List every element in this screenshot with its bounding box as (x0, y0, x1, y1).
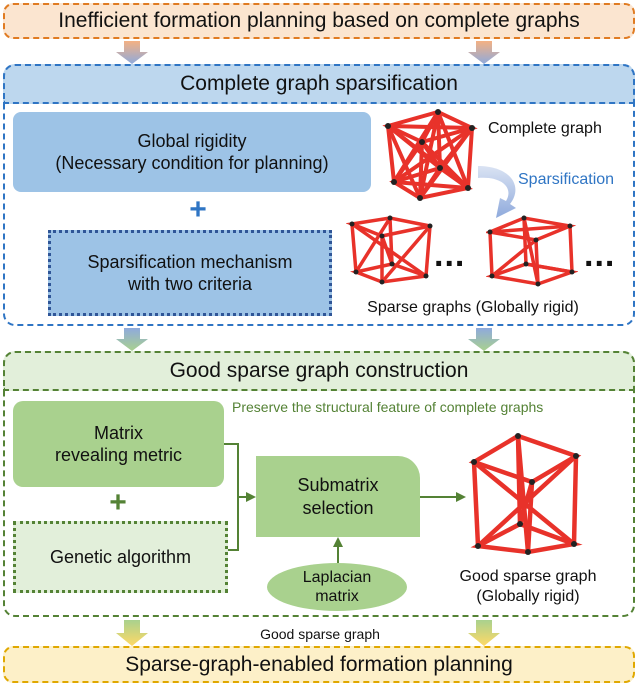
sparsification-panel-title: Complete graph sparsification (3, 64, 635, 104)
bottom-banner: Sparse-graph-enabled formation planning (3, 646, 635, 683)
arrow-bottom-left (116, 620, 148, 646)
arrow-mid-left (116, 328, 148, 351)
construction-subtitle: Preserve the structural feature of compl… (232, 399, 544, 415)
bottom-banner-text: Sparse-graph-enabled formation planning (125, 652, 513, 676)
sparsification-mechanism-box: Sparsification mechanism with two criter… (48, 230, 332, 316)
sparsification-arrow-label: Sparsification (518, 171, 615, 188)
top-banner: Inefficient formation planning based on … (3, 3, 635, 39)
submatrix-selection-box: Submatrix selection (256, 456, 420, 537)
global-rigidity-box: Global rigidity (Necessary condition for… (13, 112, 371, 192)
plus-icon-blue: + (189, 193, 207, 226)
sparsification-arrow (478, 166, 516, 218)
arrow-top-left (116, 41, 148, 64)
good-sparse-graph-figure (468, 433, 583, 555)
top-banner-text: Inefficient formation planning based on … (58, 9, 580, 32)
complete-graph-label: Complete graph (488, 120, 602, 137)
genetic-algorithm-box: Genetic algorithm (13, 521, 228, 593)
matrix-revealing-metric-box: Matrix revealing metric (13, 401, 224, 487)
sparse-graph-2 (486, 215, 578, 287)
sparse-graphs-label: Sparse graphs (Globally rigid) (367, 299, 579, 316)
good-sparse-graph-label: Good sparse graph (Globally rigid) (459, 568, 597, 605)
sparse-graph-1 (346, 215, 433, 285)
complete-graph-figure (382, 109, 478, 201)
arrow-mid-right (468, 328, 500, 351)
arrow-top-right (468, 41, 500, 64)
laplacian-matrix-ellipse: Laplacian matrix (267, 563, 407, 611)
arrow-bottom-right (468, 620, 500, 646)
bottom-arrow-label: Good sparse graph (260, 626, 380, 642)
construction-panel-title: Good sparse graph construction (3, 351, 635, 391)
plus-icon-green: + (109, 486, 127, 519)
